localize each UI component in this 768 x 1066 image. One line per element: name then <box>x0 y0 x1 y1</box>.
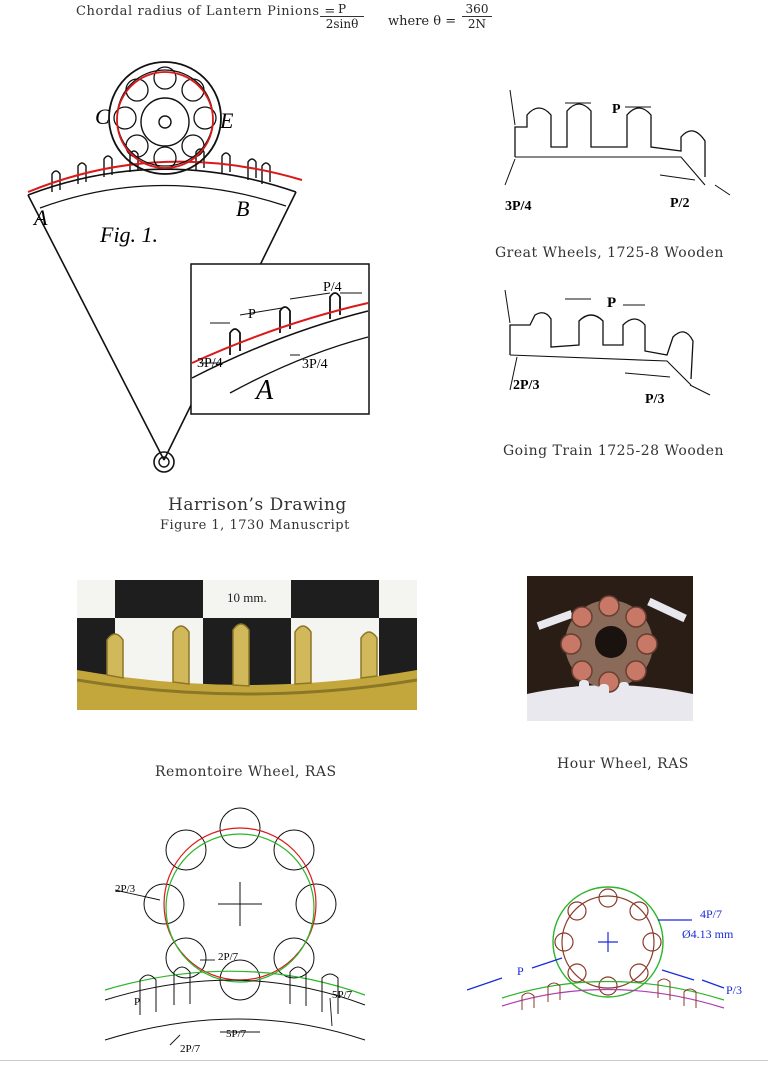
remontoire-photo: 10 mm. <box>77 580 417 710</box>
great-wheels-profile <box>514 103 706 177</box>
pinion-right-diagram: 4P/7 Ø4.13 mm P P/3 <box>466 886 742 1010</box>
formula-where: where θ = <box>388 14 457 29</box>
going-train-arrows <box>504 289 711 396</box>
great-wheels-caption: Great Wheels, 1725-8 Wooden <box>495 245 724 261</box>
inset-dimension-arrows <box>200 292 362 364</box>
theta-denominator: 2N <box>462 16 492 31</box>
great-wheels-p: P <box>612 102 621 117</box>
right-lantern-circles <box>554 888 662 996</box>
great-wheels-diagram: P 3P/4 P/2 <box>504 89 731 214</box>
right-dia: Ø4.13 mm <box>682 927 734 941</box>
left-green-arc <box>104 970 366 996</box>
left-2p7: 2P/7 <box>218 951 239 963</box>
remontoire-caption: Remontoire Wheel, RAS <box>155 764 337 780</box>
going-train-2p3: 2P/3 <box>513 378 539 393</box>
wheel-spokes <box>536 597 687 630</box>
right-center-cross <box>598 932 618 952</box>
wheel-teeth <box>51 148 271 192</box>
inset-3p4-left: 3P/4 <box>197 356 223 371</box>
left-2p7-bottom: 2P/7 <box>180 1043 201 1055</box>
great-wheels-p2: P/2 <box>670 196 689 211</box>
going-train-diagram: P 2P/3 P/3 <box>504 289 711 407</box>
inset-teeth <box>229 292 341 355</box>
right-magenta-arc <box>501 988 725 1009</box>
right-4p7: 4P/7 <box>700 907 722 921</box>
harrison-inset: P P/4 3P/4 3P/4 A <box>190 263 370 415</box>
pitch-arc <box>27 160 303 193</box>
pinion-inner <box>116 69 214 167</box>
lantern-pins <box>560 595 658 693</box>
letter-left: C <box>95 104 110 129</box>
left-2p3: 2P/3 <box>115 883 136 895</box>
formula-lhs: Chordal radius of Lantern Pinions = <box>76 4 336 19</box>
great-wheels-arrows <box>504 89 731 196</box>
left-p: P <box>134 996 140 1008</box>
formula: Chordal radius of Lantern Pinions = <box>76 4 336 19</box>
formula-denominator: 2sinθ <box>320 16 364 31</box>
harrison-drawing: D C E A B Fig. 1. <box>27 60 303 473</box>
going-train-caption: Going Train 1725-28 Wooden <box>503 443 725 459</box>
pinion-left-diagram: 2P/3 2P/7 P 5P/7 5P/7 2P/7 <box>104 807 366 1055</box>
great-wheels-base <box>515 156 706 186</box>
hour-wheel-photo <box>527 576 693 721</box>
letter-b: B <box>236 196 249 221</box>
inset-p4: P/4 <box>323 280 342 295</box>
wheel-rim-inner <box>39 184 287 209</box>
theta-numerator: 360 <box>465 2 489 16</box>
pinion-center <box>595 626 627 658</box>
inset-rim <box>191 310 369 379</box>
left-dimension-lines <box>114 889 333 1046</box>
pinion-arbor <box>158 115 172 129</box>
hour-wheel-teeth <box>579 680 629 698</box>
harrison-caption-title: Harrison’s Drawing <box>168 495 347 515</box>
scale-label: 10 mm. <box>227 590 267 605</box>
left-center-cross <box>218 882 262 926</box>
great-wheels-3p4: 3P/4 <box>505 199 531 214</box>
right-p3: P/3 <box>726 983 742 997</box>
brass-rim <box>77 670 417 710</box>
going-train-p3: P/3 <box>645 392 664 407</box>
pinion-hub <box>140 97 190 147</box>
right-green-arc <box>501 980 725 1001</box>
letter-a: A <box>32 205 48 230</box>
right-green-circle <box>552 886 664 998</box>
inset-3p4-right: 3P/4 <box>302 357 328 372</box>
inset-letter-a: A <box>254 375 274 406</box>
pinion-pitch-circle <box>116 71 214 169</box>
inset-p: P <box>248 307 256 322</box>
right-brown-circle <box>561 895 655 989</box>
left-green-circle <box>165 833 315 983</box>
formula-numerator: P <box>337 2 347 16</box>
going-train-profile <box>509 312 694 380</box>
fig-label: Fig. 1. <box>99 222 158 247</box>
left-5p7-bottom: 5P/7 <box>226 1028 247 1040</box>
left-5p7-right: 5P/7 <box>332 989 353 1001</box>
formula-fraction: P 2sinθ <box>320 2 364 31</box>
wheel-rim <box>527 685 693 721</box>
letter-right: E <box>219 108 234 133</box>
right-p: P <box>517 964 524 978</box>
going-train-base <box>509 354 692 386</box>
left-teeth <box>139 966 339 1015</box>
sector-left-line <box>27 194 165 461</box>
left-rim-bottom <box>104 1018 366 1041</box>
letter-top: D <box>157 60 174 63</box>
pivot-inner <box>158 456 170 468</box>
inset-rim-inner <box>229 336 369 394</box>
pivot-outer <box>153 451 175 473</box>
brass-teeth <box>106 623 378 687</box>
pinion-rollers <box>113 66 217 170</box>
theta-fraction: 360 2N <box>462 2 492 31</box>
page-bottom-rule <box>0 1060 768 1061</box>
hour-wheel-caption: Hour Wheel, RAS <box>557 756 689 772</box>
inset-pitch-arc <box>191 302 369 364</box>
right-teeth <box>521 978 697 1010</box>
right-arrows <box>466 919 725 991</box>
left-lantern-circles <box>143 807 337 1001</box>
pinion-outer <box>108 61 222 175</box>
left-rim-top <box>104 979 366 1006</box>
harrison-caption-sub: Figure 1, 1730 Manuscript <box>160 518 350 533</box>
going-train-p: P <box>607 295 616 311</box>
